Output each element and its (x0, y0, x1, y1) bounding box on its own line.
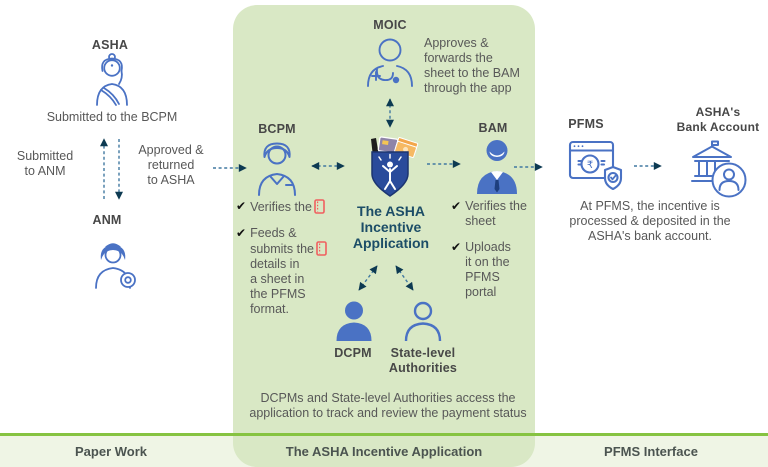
check-icon: ✔ (236, 226, 247, 240)
bank-account-icon (691, 140, 747, 198)
submitted-bcpm-text: Submitted to the BCPM (46, 110, 178, 124)
bcpm-task-1-text: Verifies the (250, 200, 312, 214)
footer-label-pfms: PFMS Interface (604, 444, 698, 459)
submitted-anm-text: Submitted to ANM (16, 149, 74, 178)
bam-label: BAM (478, 121, 508, 135)
app-panel-background (233, 5, 535, 467)
asha-woman-icon (96, 53, 128, 106)
bank-account-label: ASHA's Bank Account (676, 105, 760, 134)
incentive-ticket-icon (314, 199, 325, 214)
approved-returned-text: Approved & returned to ASHA (138, 143, 204, 187)
footer-label-app: The ASHA Incentive Application (285, 444, 483, 459)
bam-manager-icon (477, 140, 517, 194)
dcpm-label: DCPM (334, 346, 372, 360)
moic-label: MOIC (373, 18, 407, 32)
asha-app-shield-icon (371, 136, 419, 197)
bcpm-task-2-rest: details in a sheet in the PFMS format. (250, 257, 306, 316)
footer-label-paper-work: Paper Work (74, 444, 148, 459)
pfms-portal-icon: ₹ (568, 140, 623, 191)
bcpm-task-2: ✔ Feeds & submits the details in a sheet… (236, 226, 332, 317)
bcpm-label: BCPM (258, 122, 296, 136)
incentive-ticket-icon (316, 241, 327, 256)
bcpm-task-1: ✔ Verifies the (236, 199, 332, 215)
section-divider-line (0, 433, 768, 436)
asha-label: ASHA (91, 38, 129, 52)
bcpm-task-2-line1: Feeds & (250, 226, 297, 240)
anm-nurse-icon (95, 243, 136, 289)
bcpm-task-list: ✔ Verifies the ✔ Feeds & submits the det… (236, 199, 332, 328)
moic-doctor-icon (367, 38, 413, 87)
moic-note: Approves & forwards the sheet to the BAM… (424, 36, 520, 95)
check-icon: ✔ (451, 199, 462, 213)
bam-task-2-text: Uploads it on the PFMS portal (465, 240, 511, 299)
pfms-note: At PFMS, the incentive is processed & de… (569, 199, 731, 243)
app-footnote: DCPMs and State-level Authorities access… (249, 391, 527, 420)
app-title: The ASHA Incentive Application (352, 203, 430, 251)
dcpm-person-icon (336, 301, 372, 341)
bam-task-1-text: Verifies the sheet (465, 199, 527, 228)
bcpm-task-2-line2: submits the (250, 242, 314, 256)
pfms-label: PFMS (568, 117, 604, 131)
state-authorities-person-icon (404, 301, 442, 341)
bcpm-person-icon (258, 142, 296, 196)
check-icon: ✔ (451, 240, 462, 254)
state-authorities-label: State-level Authorities (388, 346, 458, 375)
bam-task-1: ✔ Verifies the sheet (451, 199, 533, 229)
bam-task-2: ✔ Uploads it on the PFMS portal (451, 240, 533, 300)
anm-label: ANM (92, 213, 122, 227)
bam-task-list: ✔ Verifies the sheet ✔ Uploads it on the… (451, 199, 533, 311)
svg-text:₹: ₹ (587, 160, 593, 171)
check-icon: ✔ (236, 199, 247, 213)
